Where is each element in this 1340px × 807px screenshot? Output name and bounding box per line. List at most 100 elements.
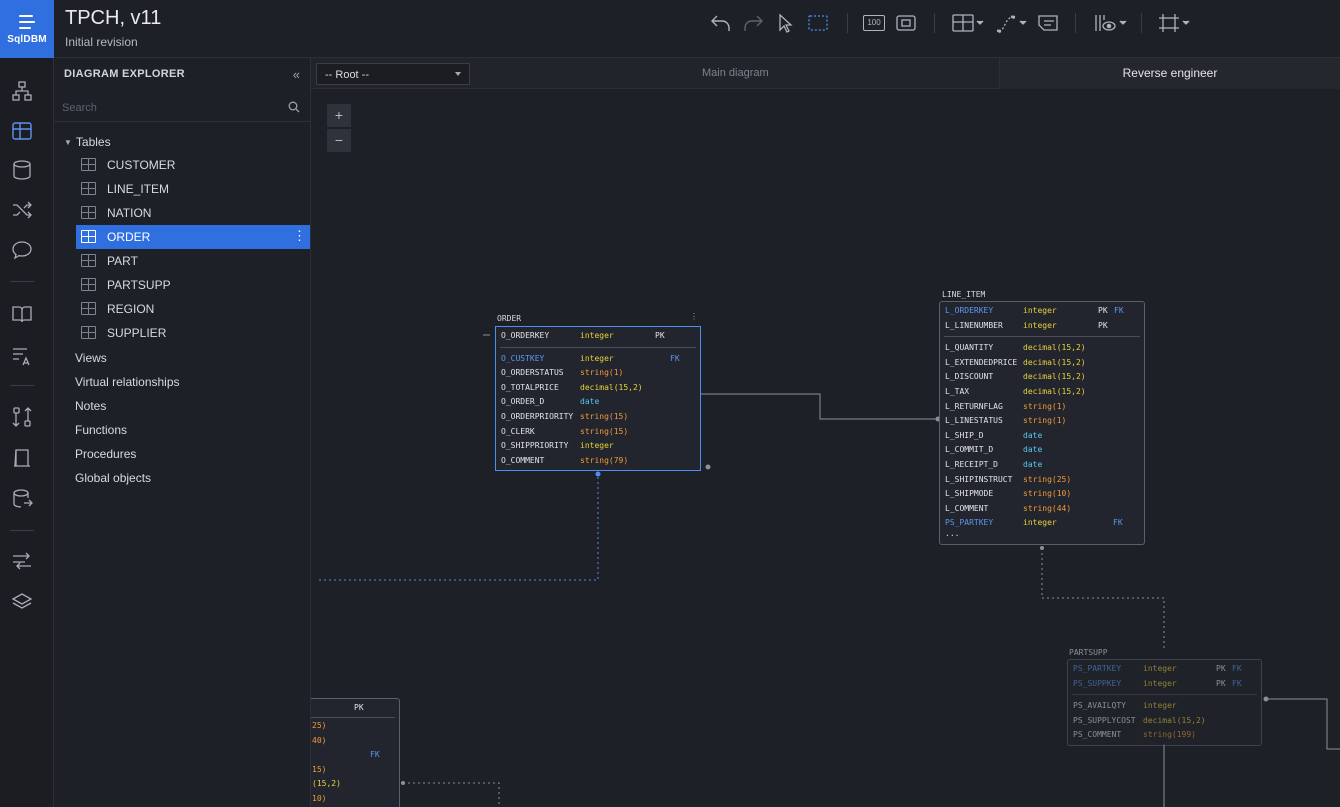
column-type: decimal(15,2)	[1023, 343, 1086, 353]
tree-functions[interactable]: Functions	[75, 423, 128, 437]
table-item-line-item[interactable]: LINE_ITEM	[76, 177, 310, 201]
compare-icon[interactable]	[11, 406, 33, 428]
column-name: L_TAX	[945, 387, 970, 396]
root-select[interactable]: -- Root --	[316, 63, 470, 85]
column-name: L_LINENUMBER	[945, 320, 1003, 330]
column-name: L_RECEIPT_D	[945, 460, 998, 469]
shuffle-icon[interactable]	[11, 199, 33, 221]
explorer-search	[54, 94, 310, 122]
table-item-supplier[interactable]: SUPPLIER	[76, 321, 310, 345]
column-name: O_COMMENT	[501, 455, 545, 465]
column-type: integer	[580, 353, 614, 363]
layers-icon[interactable]	[11, 591, 33, 613]
view-options-icon[interactable]	[1092, 12, 1130, 34]
column-type: string(79)	[580, 455, 629, 465]
column-fragment: (15,2)	[312, 779, 341, 788]
table-item-partsupp[interactable]: PARTSUPP	[76, 273, 310, 297]
redo-icon[interactable]	[742, 12, 764, 34]
zoom-100-icon[interactable]: 100	[863, 15, 885, 31]
column-key-badge: FK	[1232, 664, 1242, 673]
entity-more-icon[interactable]: ⋮	[690, 312, 698, 321]
book-icon[interactable]	[11, 303, 33, 325]
column-key-badge: FK	[1113, 518, 1123, 528]
column-fragment: 25)	[312, 721, 327, 730]
column-fragment: 40)	[312, 736, 327, 745]
column-type: string(15)	[580, 426, 629, 436]
table-layout-icon[interactable]	[951, 12, 985, 34]
tree-virtual-relationships[interactable]: Virtual relationships	[75, 375, 180, 389]
column-name: O_TOTALPRICE	[501, 382, 559, 392]
database-icon[interactable]	[11, 159, 33, 181]
tables-icon[interactable]	[11, 120, 33, 142]
column-name: L_ORDERKEY	[945, 306, 994, 315]
column-type: string(1)	[1023, 416, 1067, 426]
flow-icon[interactable]	[11, 550, 33, 572]
select-area-icon[interactable]	[806, 12, 830, 34]
fit-icon[interactable]	[895, 12, 917, 34]
pointer-icon[interactable]	[776, 12, 794, 34]
more-options-icon[interactable]: ⋮	[293, 228, 306, 243]
tree-views[interactable]: Views	[75, 351, 107, 365]
column-name: O_ORDERKEY	[501, 331, 550, 340]
entity-title-line-item: LINE_ITEM	[942, 290, 986, 299]
table-item-order[interactable]: ORDER ⋮	[76, 225, 310, 249]
zoom-out-button[interactable]: −	[327, 129, 351, 152]
search-icon[interactable]	[288, 101, 300, 113]
reverse-engineer-button[interactable]: Reverse engineer	[999, 58, 1340, 89]
search-input[interactable]	[62, 99, 277, 117]
column-type: string(1)	[1023, 401, 1067, 411]
frame-icon[interactable]	[1157, 12, 1191, 34]
tree-notes[interactable]: Notes	[75, 399, 107, 413]
entity-title-order: ORDER	[497, 314, 522, 323]
database-export-icon[interactable]	[11, 488, 33, 510]
column-key-badge: PK	[1098, 320, 1108, 330]
column-name: L_LINESTATUS	[945, 416, 1003, 426]
column-type: integer	[1023, 320, 1057, 330]
more-columns-indicator: ...	[945, 529, 960, 538]
table-item-nation[interactable]: NATION	[76, 201, 310, 225]
column-name: L_COMMENT	[945, 503, 989, 513]
table-item-part[interactable]: PART	[76, 249, 310, 273]
column-key-badge: PK	[655, 331, 665, 340]
column-type: decimal(15,2)	[1143, 715, 1206, 725]
column-type: integer	[580, 441, 614, 451]
collapse-panel-icon[interactable]: «	[292, 67, 300, 82]
tree-tables[interactable]: ▼Tables	[64, 135, 111, 149]
column-key-badge: PK	[1216, 678, 1226, 688]
connector-icon[interactable]	[996, 12, 1030, 34]
document-icon[interactable]	[11, 447, 33, 469]
table-item-label: ORDER	[107, 230, 151, 244]
column-name: PS_AVAILQTY	[1073, 701, 1126, 711]
logo-text: SqlDBM	[7, 34, 47, 45]
tree-procedures[interactable]: Procedures	[75, 447, 137, 461]
diagram-icon[interactable]	[11, 80, 33, 102]
table-item-region[interactable]: REGION	[76, 297, 310, 321]
table-item-customer[interactable]: CUSTOMER	[76, 153, 310, 177]
menu-icon	[16, 13, 38, 31]
column-name: O_CLERK	[501, 426, 535, 436]
column-name: PS_SUPPKEY	[1073, 678, 1122, 688]
column-name: O_ORDERSTATUS	[501, 368, 564, 378]
comment-icon[interactable]	[11, 239, 33, 261]
column-type: decimal(15,2)	[1023, 372, 1086, 382]
zoom-in-button[interactable]: +	[327, 104, 351, 127]
column-fragment: 10)	[312, 794, 327, 803]
undo-icon[interactable]	[710, 12, 732, 34]
revision-label: Initial revision	[65, 35, 138, 49]
column-name: L_COMMIT_D	[945, 445, 994, 455]
note-icon[interactable]	[1036, 12, 1060, 34]
sqldbm-logo[interactable]: SqlDBM	[0, 0, 54, 58]
column-name: O_ORDERPRIORITY	[501, 412, 574, 421]
column-key-badge: PK	[1216, 664, 1226, 673]
column-key-badge: FK	[670, 353, 680, 363]
column-type: integer	[1023, 518, 1057, 528]
tree-global-objects[interactable]: Global objects	[75, 471, 152, 485]
column-type: date	[580, 397, 600, 407]
text-format-icon[interactable]	[11, 345, 33, 367]
tab-main-diagram[interactable]: Main diagram	[702, 67, 769, 79]
